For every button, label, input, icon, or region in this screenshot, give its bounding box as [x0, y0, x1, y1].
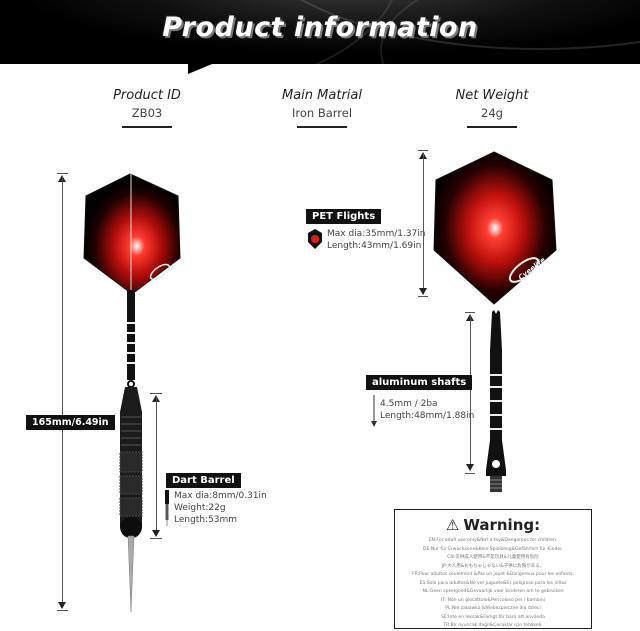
dimension-cap-top	[418, 150, 428, 151]
aluminum-shafts-tag: aluminum shafts	[366, 375, 473, 390]
flights-max-dia: Max dia:35mm/1.37in	[327, 229, 426, 239]
spec-main-material: Main Matrial Iron Barrel	[252, 88, 392, 128]
spec-label: Net Weight	[455, 88, 529, 103]
flight-illustration: Cyeelife	[433, 151, 557, 305]
spec-underline	[467, 126, 517, 128]
dart-barrel-tag: Dart Barrel	[166, 473, 241, 488]
dimension-cap-top	[150, 393, 162, 394]
arrow-down-icon	[466, 464, 474, 471]
barrel-length: Length:53mm	[174, 515, 238, 525]
mini-barrel-icon	[165, 490, 169, 526]
arrow-down-icon	[152, 530, 160, 537]
spec-label: Product ID	[113, 88, 181, 103]
shafts-info: 4.5mm / 2ba Length:48mm/1.88in	[380, 398, 474, 422]
spec-value: Iron Barrel	[291, 106, 353, 120]
arrow-down-icon	[419, 288, 427, 295]
spec-value: 24g	[481, 106, 503, 120]
dimension-cap-top	[57, 173, 68, 174]
warning-box: ⚠Warning: EN:For adult use only&Not a to…	[394, 509, 592, 629]
barrel-max-dia: Max dia:8mm/0.31in	[174, 491, 267, 501]
warning-line-es: ES:Solo para adultos&No ver juguete&Es p…	[419, 580, 567, 586]
warning-line-se: SE:Inte en leksak&Farligt för barn att a…	[440, 614, 546, 620]
header-banner: Product information	[0, 0, 640, 64]
flights-length: Length:43mm/1.69in	[327, 241, 422, 251]
warning-line-it: IT: Non un giocattolo&Pericoloso per i b…	[441, 597, 545, 603]
warning-line-fr: FR:Pour adultes seulement &Pas un jouet …	[412, 572, 574, 577]
spec-underline	[297, 126, 347, 128]
pet-flights-tag: PET Flights	[306, 209, 382, 224]
shafts-length: Length:48mm/1.88in	[380, 411, 475, 421]
dimension-cap-top	[465, 312, 475, 313]
flights-info: Max dia:35mm/1.37in Length:43mm/1.69in	[327, 228, 426, 252]
warning-triangle-icon: ⚠	[445, 516, 460, 534]
mini-flight-icon	[308, 229, 322, 249]
warning-title: Warning:	[463, 516, 541, 534]
banner-notch	[188, 64, 212, 74]
warning-line-en: EN:For adult use only&Not a toy&Dangerou…	[428, 538, 558, 543]
arrow-down-icon	[58, 602, 66, 609]
dimension-cap-bottom	[57, 610, 68, 611]
dimension-cap-bottom	[418, 296, 428, 297]
barrel-length-line	[156, 397, 157, 535]
total-length-label: 165mm/6.49in	[26, 415, 115, 430]
page-title: Product information	[162, 12, 478, 43]
spec-product-id: Product ID ZB03	[77, 88, 217, 128]
warning-line-tr: TR:Bir oyuncak değil&Çocuklar için tehli…	[443, 623, 543, 628]
flight-length-line	[423, 154, 424, 294]
warning-line-pl: PL:Nie zabawka &Niebezpieczne dla dzieci	[445, 606, 541, 611]
shaft-length-line	[470, 316, 471, 470]
barrel-weight: Weight:22g	[174, 503, 226, 513]
warning-line-nl: NL:Geen speelgoed&Gevaarlijk voor kinder…	[422, 589, 564, 594]
warning-lines: EN:For adult use only&Not a toy&Dangerou…	[395, 537, 591, 631]
dart-illustration	[83, 173, 181, 613]
spec-value: ZB03	[131, 106, 163, 120]
spec-underline	[122, 126, 172, 128]
dimension-cap-bottom	[150, 538, 162, 539]
barrel-info: Max dia:8mm/0.31in Weight:22g Length:53m…	[174, 490, 267, 526]
spec-label: Main Matrial	[282, 88, 362, 103]
mini-shaft-arrow-icon	[371, 395, 377, 427]
warning-line-de: DE:Nur für Erwachsene&Kein Spielzeug&Gef…	[423, 546, 563, 552]
dimension-cap-bottom	[465, 473, 475, 474]
total-length-line	[62, 176, 63, 608]
shafts-thread: 4.5mm / 2ba	[380, 399, 438, 409]
spec-net-weight: Net Weight 24g	[422, 88, 562, 128]
warning-heading: ⚠Warning:	[395, 516, 591, 534]
shaft-illustration	[486, 310, 506, 492]
warning-line-jp: JP:大人用&おもちゃじゃない&子供に危険がある。	[441, 563, 545, 569]
warning-line-cn: CN:仅供成人使用&不是玩具&儿童使用有危险	[447, 555, 539, 560]
